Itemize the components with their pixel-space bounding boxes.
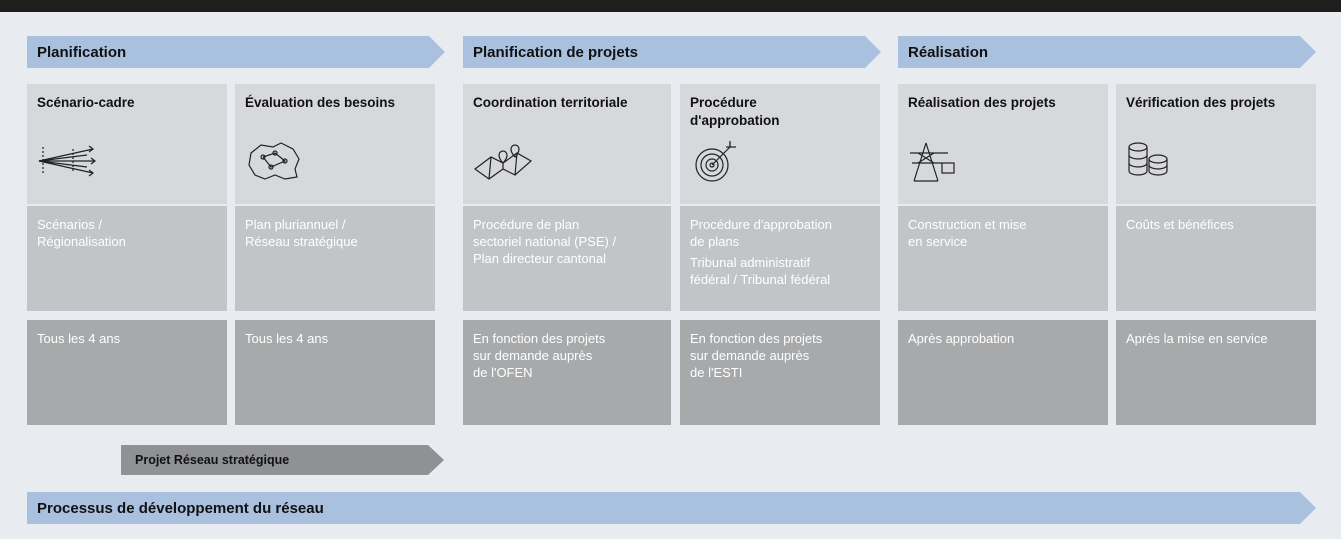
method-text: en service bbox=[908, 234, 968, 249]
method-text: Procédure de plan bbox=[473, 217, 580, 232]
method-text: Scénarios / bbox=[37, 217, 103, 232]
method-text: Régionalisation bbox=[37, 234, 126, 249]
frequency-text: Après approbation bbox=[908, 331, 1015, 346]
network-map-icon bbox=[245, 139, 305, 184]
method-text: Réseau stratégique bbox=[245, 234, 358, 249]
step-frequency-card: En fonction des projets sur demande auprè… bbox=[463, 320, 671, 425]
step-method-card: Construction et mise en service bbox=[898, 206, 1108, 311]
step-card: Réalisation des projets bbox=[898, 84, 1108, 204]
frequency-text: Après la mise en service bbox=[1126, 331, 1268, 346]
frequency-text: sur demande auprès bbox=[473, 348, 593, 363]
coins-icon bbox=[1126, 139, 1186, 184]
method-text: de plans bbox=[690, 234, 740, 249]
step-card: Coordination territoriale bbox=[463, 84, 671, 204]
project-arrow-label: Projet Réseau stratégique bbox=[135, 453, 290, 467]
method-text: Coûts et bénéfices bbox=[1126, 217, 1234, 232]
method-text: Procédure d'approbation bbox=[690, 217, 832, 232]
phase-label: Planification de projets bbox=[473, 43, 639, 61]
phase-arrow-planification-projets: Planification de projets bbox=[463, 36, 881, 68]
step-title: Procédure d'approbation bbox=[690, 95, 780, 128]
process-arrow: Processus de développement du réseau bbox=[27, 492, 1316, 524]
step-frequency-card: Tous les 4 ans bbox=[235, 320, 435, 425]
frequency-text: Tous les 4 ans bbox=[37, 331, 121, 346]
step-title: Évaluation des besoins bbox=[245, 95, 396, 110]
frequency-text: de l'OFEN bbox=[473, 365, 533, 380]
target-icon bbox=[690, 139, 750, 184]
phase-arrow-realisation: Réalisation bbox=[898, 36, 1316, 68]
step-frequency-card: Après approbation bbox=[898, 320, 1108, 425]
frequency-text: Tous les 4 ans bbox=[245, 331, 329, 346]
phase-label: Planification bbox=[37, 43, 127, 61]
step-card: Évaluation des besoins bbox=[235, 84, 435, 204]
method-text: Construction et mise bbox=[908, 217, 1027, 232]
step-method-card: Procédure de plan sectoriel national (PSE… bbox=[463, 206, 671, 311]
step-title: Vérification des projets bbox=[1126, 95, 1276, 110]
step-title: Coordination territoriale bbox=[473, 95, 628, 110]
step-frequency-card: En fonction des projets sur demande auprè… bbox=[680, 320, 880, 425]
step-method-card: Coûts et bénéfices bbox=[1116, 206, 1316, 311]
frequency-text: sur demande auprès bbox=[690, 348, 810, 363]
step-frequency-card: Après la mise en service bbox=[1116, 320, 1316, 425]
method-text: sectoriel national (PSE) / bbox=[473, 234, 617, 249]
method-text-secondary: Tribunal administratif bbox=[690, 255, 811, 270]
method-text: Plan directeur cantonal bbox=[473, 251, 606, 266]
map-pins-icon bbox=[473, 139, 533, 184]
step-card: Scénario-cadre bbox=[27, 84, 227, 204]
pylon-icon bbox=[908, 139, 968, 184]
step-method-card: Scénarios / Régionalisation bbox=[27, 206, 227, 311]
frequency-text: de l'ESTI bbox=[690, 365, 743, 380]
process-arrow-label: Processus de développement du réseau bbox=[37, 499, 324, 517]
step-method-card: Plan pluriannuel / Réseau stratégique bbox=[235, 206, 435, 311]
scenario-arrows-icon bbox=[37, 139, 97, 184]
project-arrow: Projet Réseau stratégique bbox=[121, 445, 444, 475]
step-frequency-card: Tous les 4 ans bbox=[27, 320, 227, 425]
step-card: Procédure d'approbation bbox=[680, 84, 880, 204]
step-title: Réalisation des projets bbox=[908, 95, 1056, 110]
method-text-secondary: fédéral / Tribunal fédéral bbox=[690, 272, 831, 287]
frequency-text: En fonction des projets bbox=[473, 331, 606, 346]
frequency-text: En fonction des projets bbox=[690, 331, 823, 346]
phase-label: Réalisation bbox=[908, 43, 989, 61]
phase-arrow-planification: Planification bbox=[27, 36, 445, 68]
step-card: Vérification des projets bbox=[1116, 84, 1316, 204]
top-bar bbox=[0, 0, 1341, 12]
step-title: Scénario-cadre bbox=[37, 95, 135, 110]
method-text: Plan pluriannuel / bbox=[245, 217, 346, 232]
